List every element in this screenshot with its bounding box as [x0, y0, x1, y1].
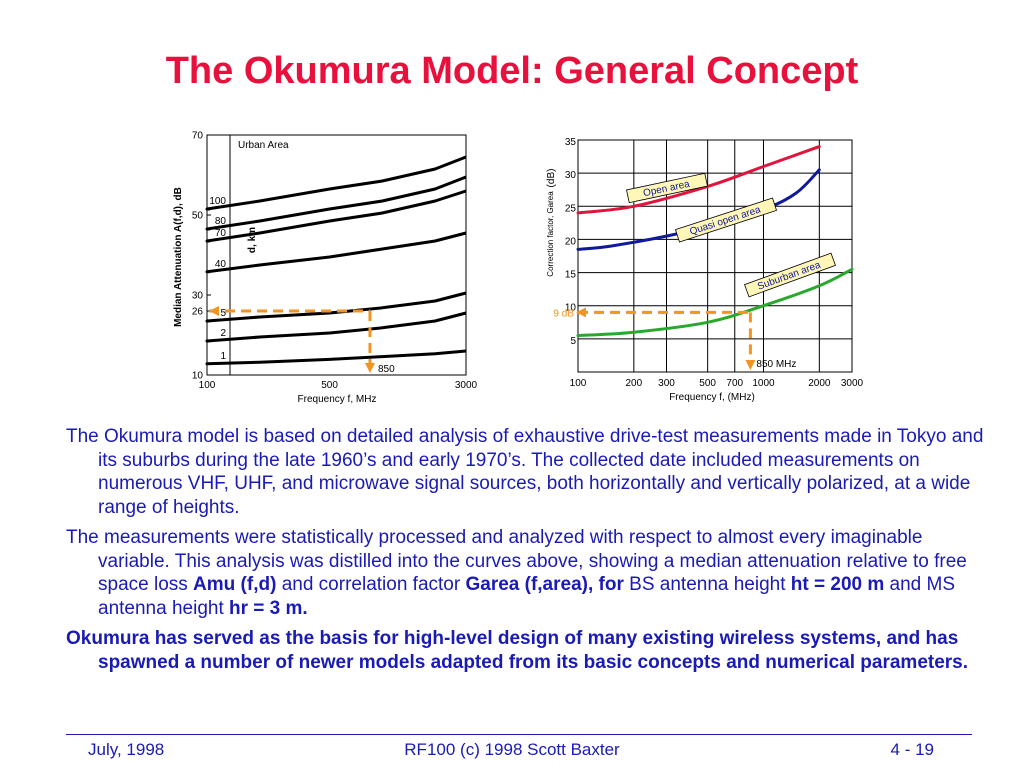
left-chart-annotation-arrow-left	[209, 306, 219, 316]
left-chart-series-d-1	[205, 349, 467, 366]
right-chart-y-tick-35: 35	[565, 137, 577, 148]
left-chart-curve-label-2: 2	[220, 328, 226, 339]
left-chart-series-d-70	[205, 189, 467, 243]
left-chart-series-d-80	[205, 175, 467, 231]
right-chart-annotation-x-label: 850 MHz	[756, 359, 796, 370]
right-chart-frame	[577, 139, 853, 373]
left-chart-x-axis-label: Frequency f, MHz	[298, 394, 377, 405]
left-chart-frame	[206, 134, 467, 376]
left-chart-x-tick-100: 100	[199, 380, 216, 391]
right-chart-x-tick-700: 700	[726, 378, 743, 389]
p2-text-g: and MS antenna height	[98, 574, 956, 619]
p2-ht: ht = 200 m	[790, 574, 885, 595]
left-chart-y-tick-50: 50	[192, 211, 204, 222]
right-chart-y-tick-15: 15	[565, 270, 577, 281]
p2-text-e: BS antenna height	[623, 574, 791, 595]
footer-copyright: RF100 (c) 1998 Scott Baxter	[404, 740, 620, 759]
footer-page-number: 4 - 19	[890, 740, 934, 759]
right-chart-x-tick-2000: 2000	[808, 378, 831, 389]
left-chart-curve-label-40: 40	[215, 259, 227, 270]
p2-amu: Amu (f,d)	[193, 574, 277, 595]
left-chart-y-tick-30: 30	[192, 291, 204, 302]
left-chart-x-tick-3000: 3000	[455, 380, 478, 391]
right-chart-y-tick-30: 30	[565, 170, 577, 181]
left-chart-curve-label-70: 70	[215, 228, 227, 239]
left-chart-series-d-5	[205, 291, 467, 323]
left-chart-y-tick-26: 26	[192, 307, 204, 318]
p2-text-c: and correlation factor	[276, 574, 466, 595]
right-chart-legend-label-quasi-open-area: Quasi open area	[688, 204, 762, 237]
right-chart-y-tick-20: 20	[565, 236, 577, 247]
left-chart-region-label: Urban Area	[238, 140, 289, 151]
right-chart-legend-box-open-area	[626, 172, 708, 204]
right-chart-x-tick-3000: 3000	[841, 378, 864, 389]
right-chart-annotation-arrow-left	[576, 307, 586, 318]
left-chart-curve-axis-label: d, km	[247, 227, 258, 253]
right-chart-x-tick-200: 200	[625, 378, 642, 389]
left-chart-series-d-100	[205, 155, 467, 211]
right-chart-legend-box-suburban-area	[744, 252, 836, 298]
footer-date: July, 1998	[88, 740, 165, 759]
left-chart-y-tick-10: 10	[192, 371, 204, 382]
right-chart-x-tick-300: 300	[658, 378, 675, 389]
paragraph-2: The measurements were statistically proc…	[66, 526, 986, 620]
p2-hr: hr = 3 m.	[229, 597, 308, 619]
right-chart-x-tick-1000: 1000	[752, 378, 775, 389]
left-chart-x-tick-500: 500	[321, 380, 338, 391]
left-chart-series-d-2	[205, 311, 467, 343]
right-chart-y-axis-label: Correction factor, Garea	[546, 191, 555, 277]
right-chart-annotation-arrow-down	[745, 360, 756, 370]
left-chart-curve-label-5: 5	[220, 308, 226, 319]
p2-text-a: The measurements were statistically proc…	[66, 527, 967, 595]
right-chart-annotation-y-label: 9 dB	[553, 308, 574, 319]
left-chart-curve-label-1: 1	[220, 351, 226, 362]
right-chart-y-tick-5: 5	[570, 336, 576, 347]
p2-garea: Garea (f,area), for	[465, 574, 624, 595]
footer-divider	[66, 734, 972, 735]
left-chart-series-d-40	[205, 231, 467, 274]
right-chart-x-axis-label: Frequency f, (MHz)	[669, 392, 755, 403]
right-chart-y-tick-25: 25	[565, 203, 577, 214]
left-chart-curve-label-100: 100	[209, 196, 226, 207]
left-chart-annotation-arrow-down	[364, 363, 375, 373]
paragraph-3: Okumura has served as the basis for high…	[66, 628, 969, 673]
left-chart-curve-label-80: 80	[215, 216, 227, 227]
right-chart-legend-box-quasi-open-area	[674, 197, 778, 243]
slide-title: The Okumura Model: General Concept	[165, 50, 859, 92]
paragraph-1: The Okumura model is based on detailed a…	[66, 426, 984, 518]
left-chart-annotation-label: 850	[378, 364, 395, 375]
right-chart-x-tick-100: 100	[570, 378, 587, 389]
right-chart-series-suburban-area	[576, 267, 854, 337]
left-chart-y-tick-70: 70	[192, 131, 204, 142]
left-chart-y-axis-label: Median Attenuation A(f,d), dB	[173, 187, 184, 327]
right-chart-y-axis-unit: (dB)	[546, 169, 557, 188]
body-text: The Okumura model is based on detailed a…	[66, 425, 986, 681]
right-chart-y-tick-10: 10	[565, 303, 577, 314]
right-chart-x-tick-500: 500	[699, 378, 716, 389]
